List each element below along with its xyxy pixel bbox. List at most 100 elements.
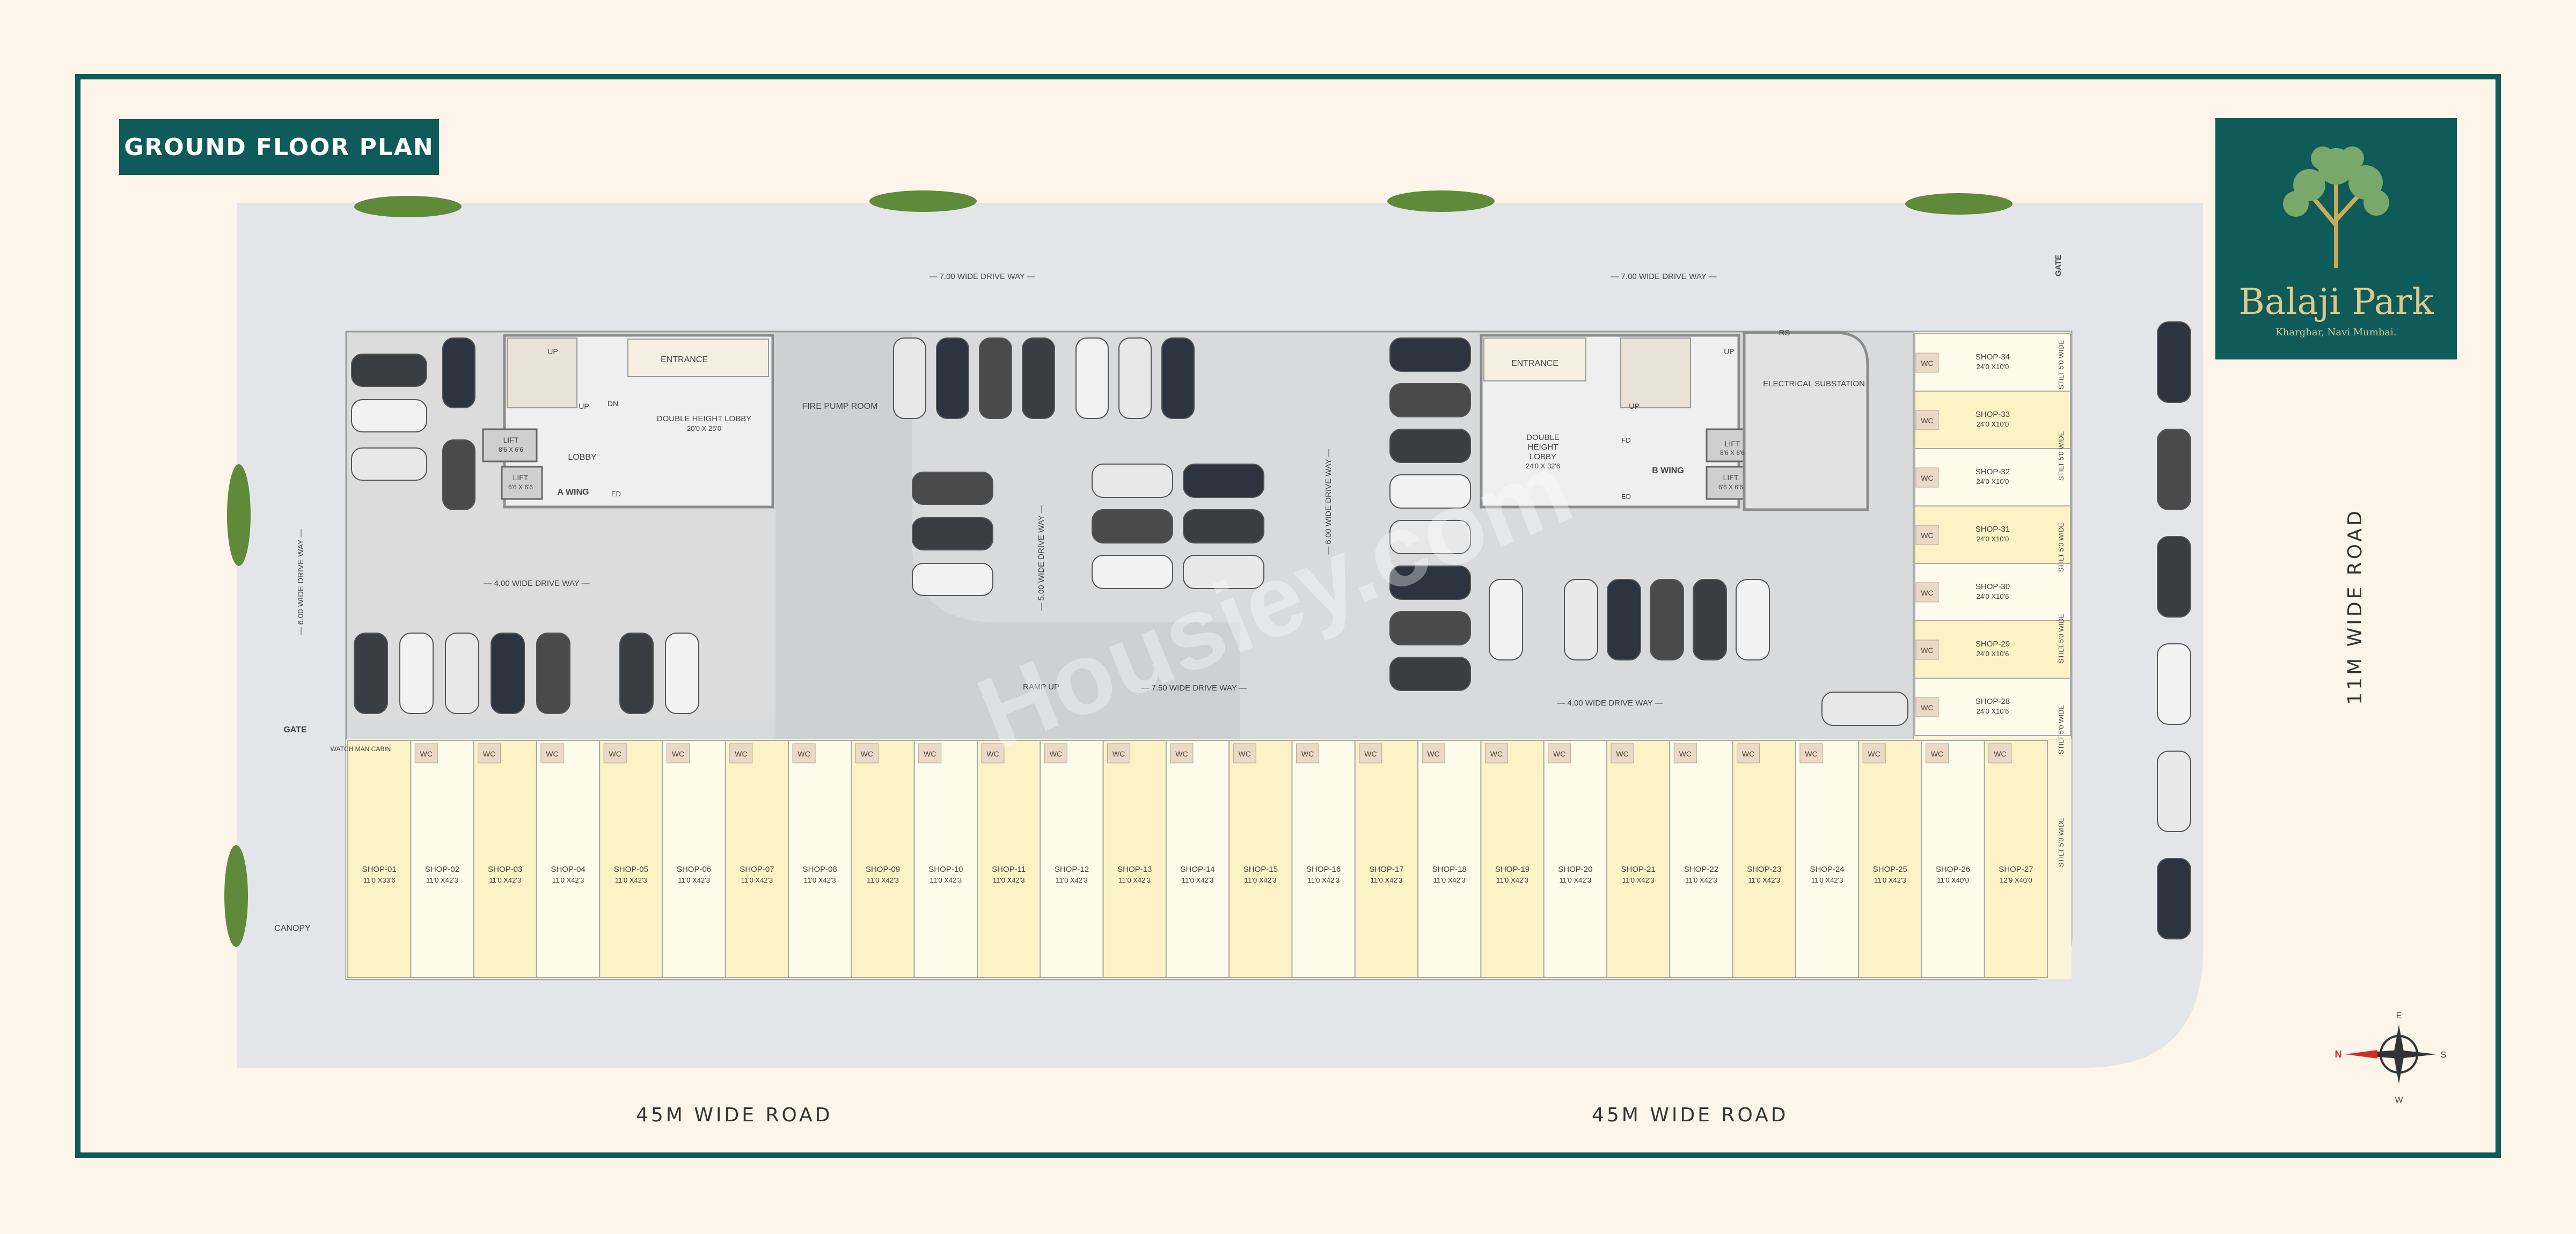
wc-label: WC [1679,750,1692,758]
wc-label: WC [797,750,810,758]
wc-label: WC [1113,750,1125,758]
shop-size: 11'0 X42'3 [615,876,647,884]
shop-name: SHOP-26 [1936,865,1970,874]
shop-unit [1914,620,2071,679]
shop-unit [1669,740,1733,978]
gate-label: GATE [2054,255,2063,277]
shop-name: SHOP-10 [928,865,963,874]
car [2157,536,2191,618]
car [665,633,699,714]
wc-block [1673,743,1697,763]
a-wing-lift-2-label: LIFT [513,473,529,482]
shop-unit [1165,740,1230,978]
wc-block [603,743,627,763]
balaji-park-logo: Balaji Park Kharghar, Navi Mumbai. [2215,118,2457,359]
car [445,633,479,714]
b-wing-lobby-label: LOBBY [1529,452,1556,461]
shop-unit [851,740,915,978]
shop-unit [913,740,978,978]
shop-size: 11'0 X42'3 [1748,876,1780,884]
wc-block [414,743,438,763]
wc-label: WC [986,750,999,758]
shop-name: SHOP-05 [614,865,648,874]
shop-unit [1984,740,2048,978]
canopy-label: CANOPY [274,924,311,933]
driveway-label: — 7.50 WIDE DRIVE WAY — [1141,684,1247,693]
car [536,633,570,714]
wc-label: WC [1931,750,1943,758]
car [912,517,993,550]
car [354,633,388,714]
car [936,337,969,419]
shop-name: SHOP-06 [677,865,711,874]
car [1022,337,1055,419]
shop-name: SHOP-14 [1180,865,1214,874]
road-label-bottom-left: 45M WIDE ROAD [636,1104,833,1126]
driveway-label: — 7.00 WIDE DRIVE WAY — [929,272,1035,281]
shop-size: 11'0 X42'3 [489,876,521,884]
b-wing-lift-2-label: LIFT [1723,473,1739,482]
a-wing-dn-label: DN [608,399,618,408]
wc-block [729,743,753,763]
shop-unit [1914,563,2071,621]
b-wing-lift-1-size: 8'6 X 6'6 [1720,449,1745,457]
b-wing-up-label: UP [1724,347,1734,356]
wc-block [1915,467,1939,488]
a-wing-lobby-label: DOUBLE HEIGHT LOBBY [657,414,751,423]
car [1489,579,1523,660]
shop-name: SHOP-23 [1747,865,1781,874]
car [1389,657,1471,691]
wc-label: WC [1490,750,1503,758]
wc-block [1915,697,1939,717]
wc-label: WC [1805,750,1817,758]
shop-size: 11'0 X40'0 [1937,876,1969,884]
wc-label: WC [1921,646,1933,655]
shop-name: SHOP-04 [551,865,585,874]
wc-block [1359,743,1382,763]
stilt-label: STILT 5'0 WIDE [2057,431,2065,481]
shop-unit [1291,740,1356,978]
wc-block [478,743,501,763]
logo-location: Kharghar, Navi Mumbai. [2275,327,2397,338]
wc-block [1915,582,1939,603]
wc-label: WC [1427,750,1439,758]
shop-unit [599,740,663,978]
shop-unit [788,740,852,978]
stilt-label: STILT 5'0 WIDE [2057,705,2065,755]
wc-block [981,743,1005,763]
wc-block [1915,640,1939,660]
shop-size: 11'0 X42'3 [993,876,1025,884]
stilt-label: STILT 5'0 WIDE [2057,340,2065,390]
shop-name: SHOP-24 [1810,865,1844,874]
wc-label: WC [1921,359,1933,368]
logo-name: Balaji Park [2238,281,2434,322]
shop-unit [536,740,601,978]
b-wing-entrance-label: ENTRANCE [1511,359,1558,368]
wc-block [1988,743,2012,763]
wc-label: WC [546,750,558,758]
gate-label: GATE [283,725,307,734]
car [2157,858,2191,939]
car [1389,474,1471,509]
car [2157,429,2191,510]
shop-size: 11'0 X42'3 [867,876,899,884]
shop-unit [473,740,537,978]
car [1389,520,1471,554]
shop-name: SHOP-09 [866,865,900,874]
compass-s-label: S [2441,1051,2447,1060]
shop-size: 11'0 X42'3 [1056,876,1088,884]
wc-block [1737,743,1760,763]
car [442,439,475,510]
shop-name: SHOP-01 [362,865,397,874]
a-wing-up-label: UP [579,402,589,410]
a-wing-lift-1-size: 8'6 X 6'6 [499,446,523,453]
shop-name: SHOP-11 [992,865,1026,874]
shop-unit [1914,391,2071,449]
car [399,633,434,714]
rs-label: RS [1779,328,1790,337]
shop-unit [1417,740,1482,978]
shop-size: 11'0 X42'3 [1182,876,1214,884]
wc-label: WC [1868,750,1880,758]
wc-label: WC [1364,750,1377,758]
shop-name: SHOP-15 [1243,865,1278,874]
